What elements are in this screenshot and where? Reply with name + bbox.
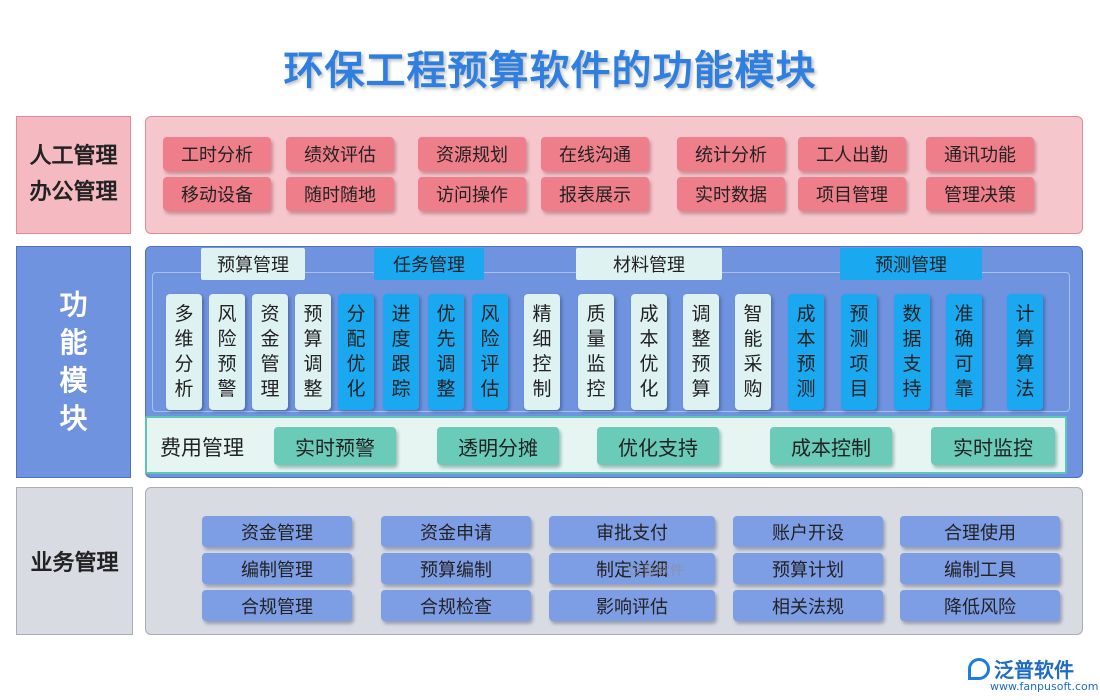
module-chip: 工人出勤 — [798, 137, 906, 171]
module-chip: 访问操作 — [418, 177, 526, 211]
module-card: 计算算法 — [1007, 294, 1043, 410]
business-chip: 预算计划 — [733, 553, 883, 584]
module-card: 资金管理 — [252, 294, 288, 410]
cost-management-label: 费用管理 — [160, 436, 244, 460]
module-card: 智能采购 — [735, 294, 771, 410]
module-chip: 实时数据 — [677, 177, 785, 211]
module-chip: 移动设备 — [163, 177, 271, 211]
module-card: 风险预警 — [209, 294, 245, 410]
module-chip: 管理决策 — [926, 177, 1034, 211]
label-line: 人工管理 — [29, 144, 118, 169]
cost-chip: 透明分摊 — [437, 427, 559, 465]
module-card: 预算调整 — [295, 294, 331, 410]
module-card: 质量监控 — [578, 294, 614, 410]
business-chip: 合理使用 — [900, 516, 1060, 547]
section-label-personnel-office: 人工管理 办公管理 — [16, 116, 131, 234]
module-chip: 项目管理 — [798, 177, 906, 211]
business-chip: 资金管理 — [202, 516, 352, 547]
module-card: 分配优化 — [338, 294, 374, 410]
module-card: 成本预测 — [788, 294, 824, 410]
brand-logo: 泛普软件 www.fanpusoft.com — [968, 652, 1098, 696]
module-card: 精细控制 — [524, 294, 560, 410]
business-chip: 预算编制 — [381, 553, 531, 584]
business-chip: 合规管理 — [202, 590, 352, 621]
category-forecast: 预测管理 — [840, 248, 982, 280]
category-material: 材料管理 — [576, 248, 722, 280]
module-chip: 工时分析 — [163, 137, 271, 171]
business-chip: 账户开设 — [733, 516, 883, 547]
business-chip: 影响评估 — [549, 590, 715, 621]
module-chip: 资源规划 — [418, 137, 526, 171]
module-chip: 通讯功能 — [926, 137, 1034, 171]
label-line: 办公管理 — [29, 180, 118, 205]
module-chip: 统计分析 — [677, 137, 785, 171]
module-chip: 报表展示 — [541, 177, 649, 211]
cost-chip: 实时预警 — [274, 427, 396, 465]
business-chip: 制定详细 — [549, 553, 715, 584]
module-card: 准确可靠 — [946, 294, 982, 410]
cost-chip: 实时监控 — [931, 427, 1055, 465]
business-chip: 合规检查 — [381, 590, 531, 621]
cost-chip: 成本控制 — [770, 427, 892, 465]
category-task: 任务管理 — [374, 248, 484, 280]
label-char: 功 — [59, 288, 88, 321]
module-card: 优先调整 — [428, 294, 464, 410]
module-card: 成本优化 — [631, 294, 667, 410]
business-chip: 编制工具 — [900, 553, 1060, 584]
module-card: 调整预算 — [683, 294, 719, 410]
panel-personnel-office — [145, 116, 1083, 234]
module-chip: 随时随地 — [286, 177, 394, 211]
business-chip: 编制管理 — [202, 553, 352, 584]
page-title: 环保工程预算软件的功能模块 — [283, 48, 817, 94]
logo-name: 泛普软件 — [994, 658, 1074, 682]
business-chip: 相关法规 — [733, 590, 883, 621]
module-card: 多维分析 — [166, 294, 202, 410]
label-char: 模 — [59, 364, 88, 397]
cost-chip: 优化支持 — [597, 427, 719, 465]
business-chip: 资金申请 — [381, 516, 531, 547]
module-card: 风险评估 — [472, 294, 508, 410]
business-chip: 降低风险 — [900, 590, 1060, 621]
logo-url: www.fanpusoft.com — [990, 680, 1099, 693]
module-card: 预测项目 — [841, 294, 877, 410]
section-label-function-modules: 功 能 模 块 — [16, 246, 131, 478]
module-card: 进度跟踪 — [383, 294, 419, 410]
module-card: 数据支持 — [894, 294, 930, 410]
label-char: 能 — [59, 326, 88, 359]
module-chip: 在线沟通 — [541, 137, 649, 171]
label-line: 业务管理 — [30, 551, 119, 576]
label-char: 块 — [59, 402, 88, 435]
section-label-business: 业务管理 — [16, 487, 133, 635]
business-chip: 审批支付 — [549, 516, 715, 547]
watermark: 泛普软件 — [628, 563, 684, 579]
module-chip: 绩效评估 — [286, 137, 394, 171]
logo-icon — [968, 658, 990, 680]
category-budget: 预算管理 — [201, 248, 305, 280]
